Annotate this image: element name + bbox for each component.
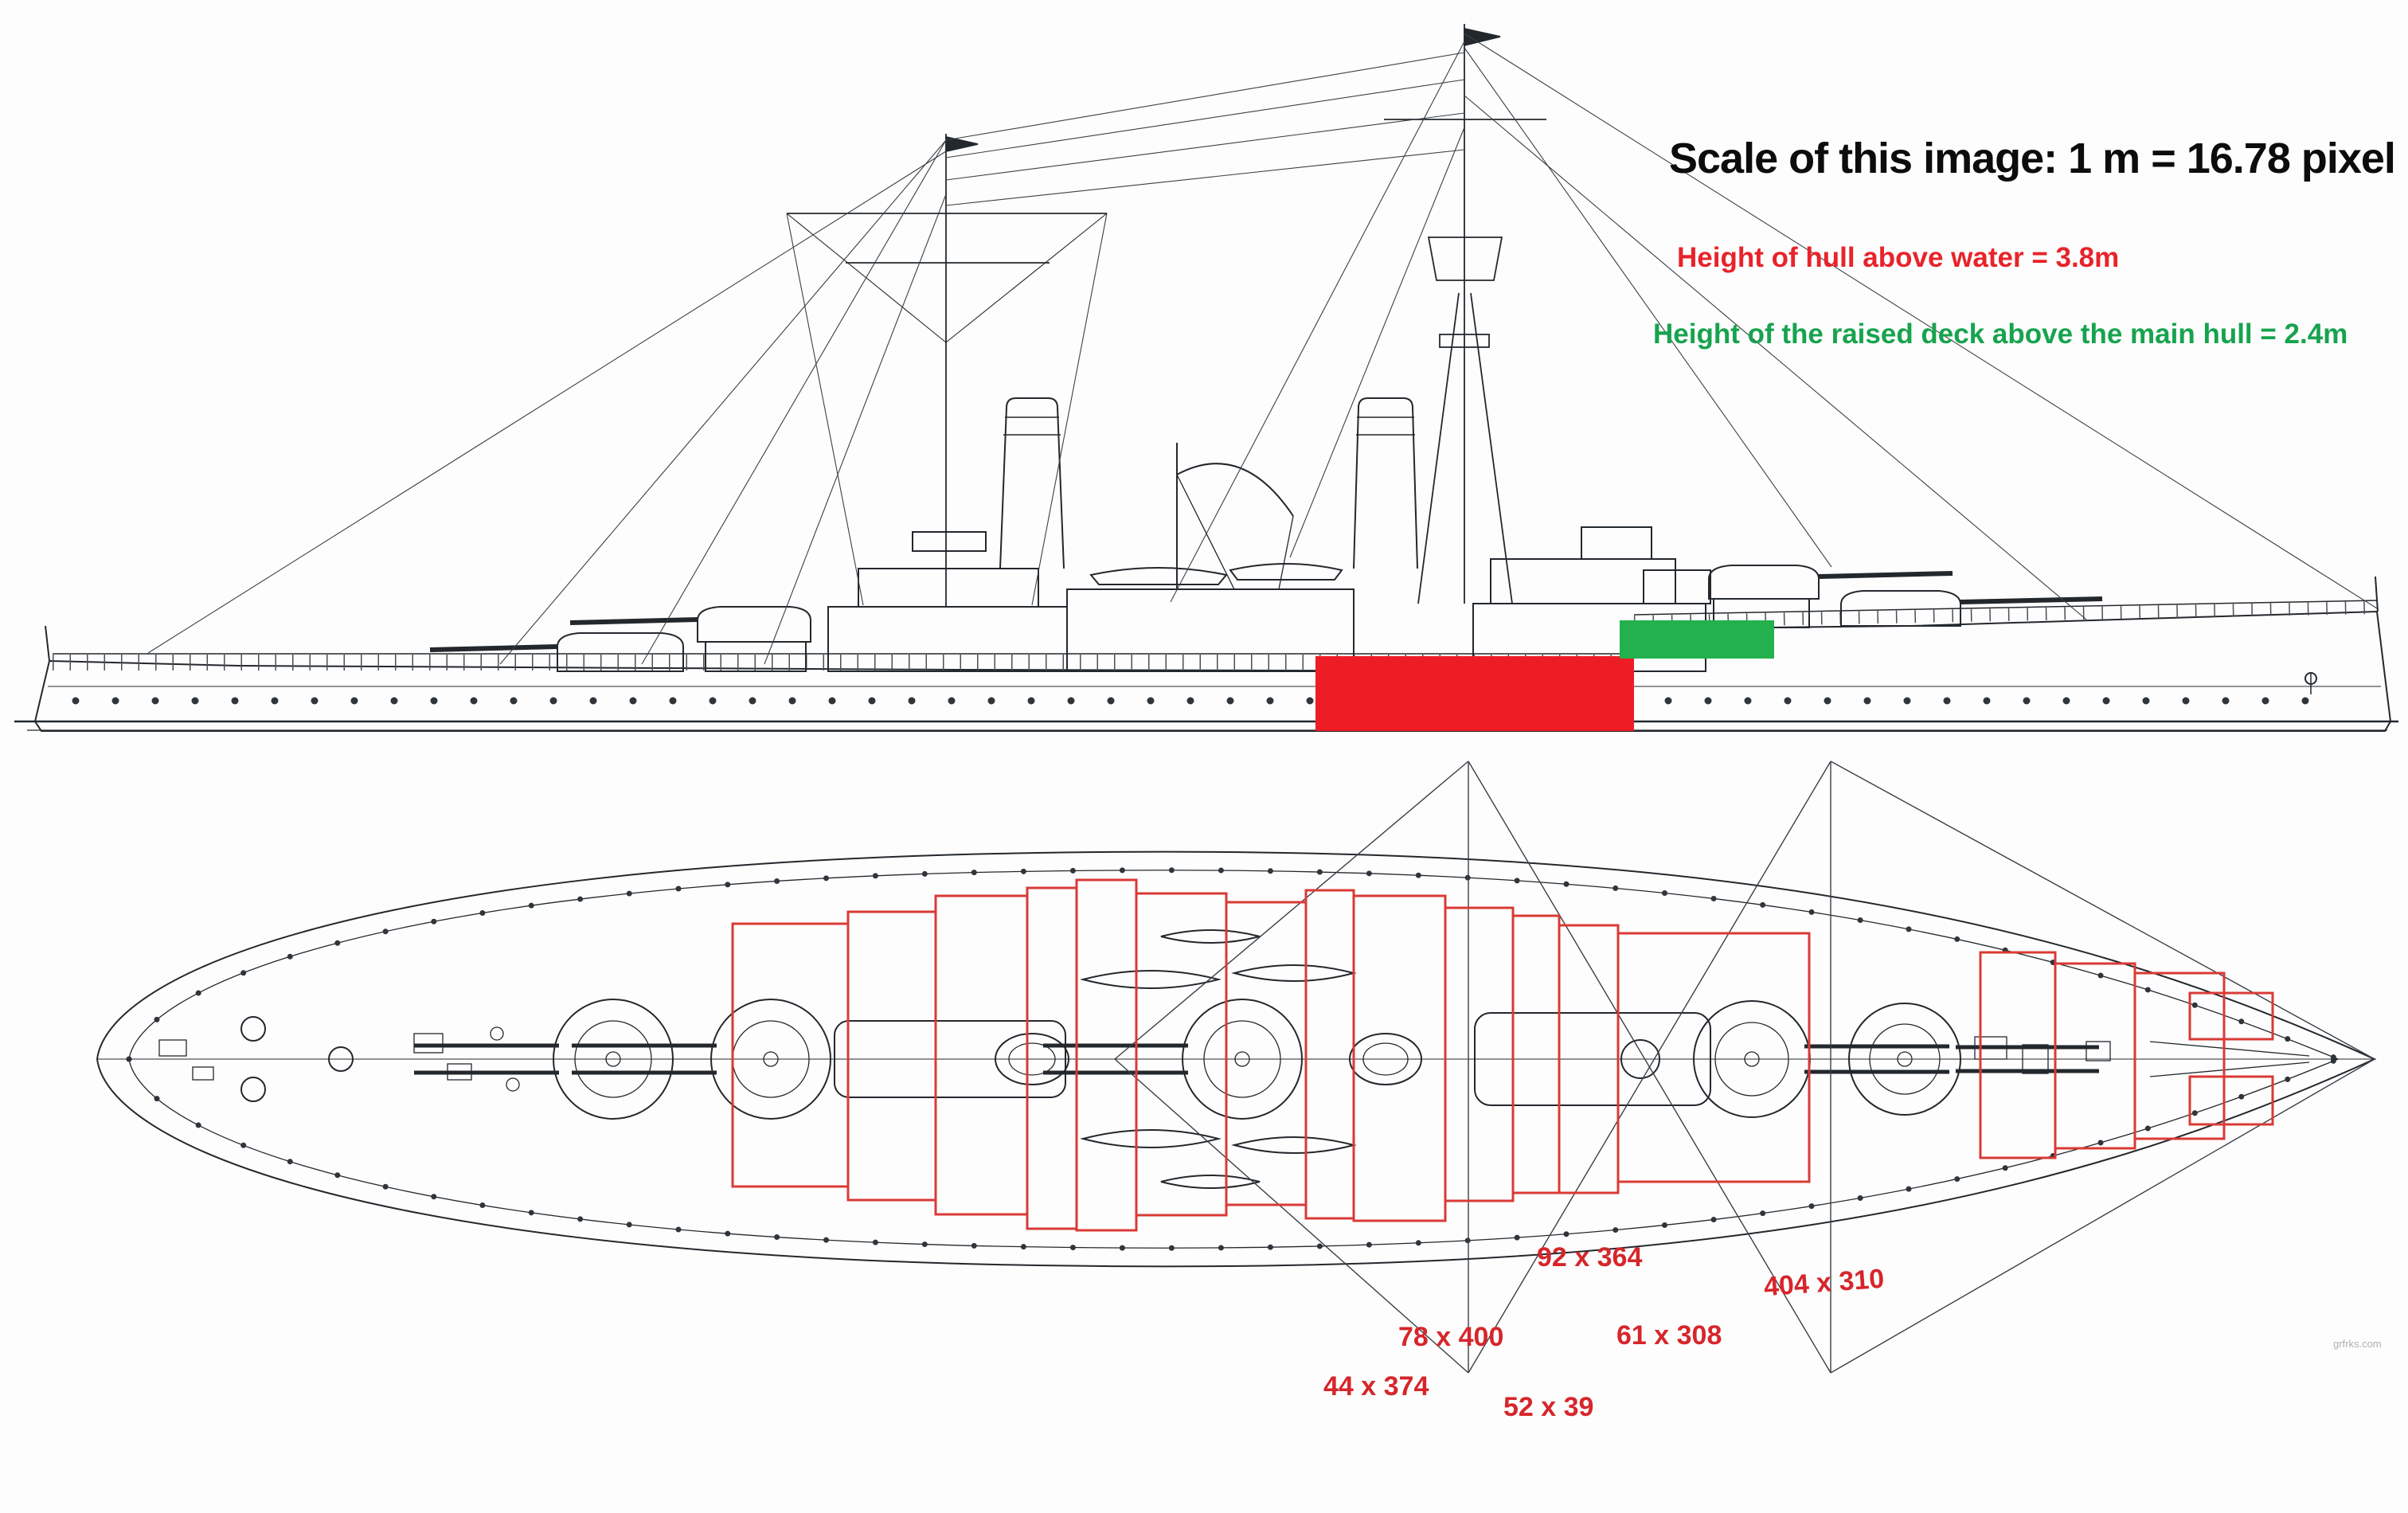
side-view-superstructure (827, 397, 1711, 672)
measurement-label: 44 x 374 (1323, 1371, 1429, 1402)
measurement-boxes (731, 878, 2274, 1232)
hull-height-note: Height of hull above water = 3.8m (1677, 242, 2120, 273)
watermark-text: grfrks.com (2333, 1338, 2382, 1350)
hull-height-marker (1315, 656, 1634, 731)
side-view-masts (786, 24, 1546, 607)
raised-deck-note: Height of the raised deck above the main… (1653, 319, 2348, 350)
measurement-label: 78 x 400 (1398, 1322, 1504, 1352)
measurement-label: 61 x 308 (1616, 1320, 1722, 1351)
side-view-turrets (429, 565, 2103, 672)
raised-deck-marker (1620, 620, 1774, 659)
top-view-rigging (1114, 760, 2375, 1374)
ship-side-view (14, 576, 2398, 732)
side-view-rigging (147, 33, 2378, 665)
measurement-label: 92 x 364 (1537, 1242, 1643, 1273)
measurement-label: 52 x 39 (1503, 1392, 1594, 1422)
scale-note: Scale of this image: 1 m = 16.78 pixel (1669, 135, 2396, 182)
